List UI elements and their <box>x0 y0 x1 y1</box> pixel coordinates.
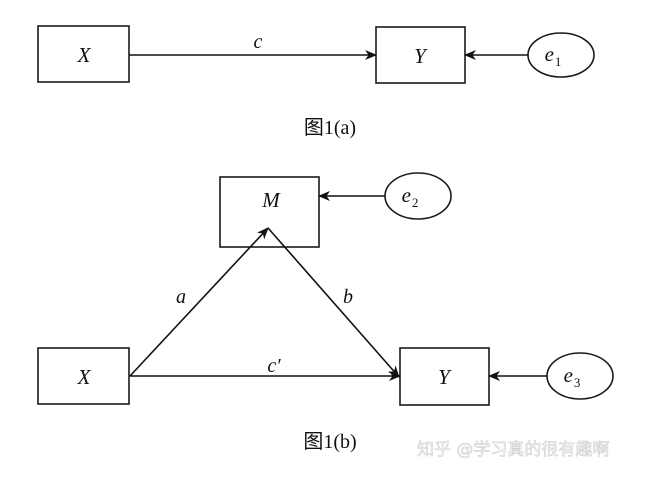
node-m-box <box>219 176 320 248</box>
node-x-a-label: X <box>77 43 92 67</box>
node-e2-label: e2 <box>402 183 419 210</box>
node-m-label: M <box>261 188 281 212</box>
path-a-arrow <box>129 227 269 377</box>
node-e2-letter: e <box>402 183 411 207</box>
node-y-b: Y <box>399 347 490 406</box>
node-e2: e2 <box>384 172 452 220</box>
figure-b: M e2 X Y e3 a b c′ 图1(b) <box>37 172 614 453</box>
path-b-label: b <box>343 286 353 308</box>
path-c-label: c <box>254 31 263 53</box>
caption-figure-b: 图1(b) <box>303 431 356 453</box>
node-x-a: X <box>37 25 130 83</box>
node-y-b-label: Y <box>438 365 452 389</box>
node-e3: e3 <box>546 352 614 400</box>
node-y-b-box <box>399 347 490 406</box>
node-x-b-label: X <box>77 365 92 389</box>
node-x-a-box <box>37 25 130 83</box>
node-e2-subscript: 2 <box>412 195 419 210</box>
path-c-prime-label: c′ <box>267 355 281 377</box>
node-e3-subscript: 3 <box>574 375 581 390</box>
node-e1: e1 <box>527 32 595 78</box>
node-y-a-box <box>375 26 466 84</box>
node-e1-letter: e <box>545 42 554 66</box>
node-e3-label: e3 <box>564 363 581 390</box>
node-e1-label: e1 <box>545 42 562 69</box>
node-e3-letter: e <box>564 363 573 387</box>
node-m: M <box>219 176 320 248</box>
node-e1-subscript: 1 <box>555 54 562 69</box>
path-a-label: a <box>176 286 186 308</box>
figure-a: X Y e1 c 图1(a) <box>37 25 595 139</box>
watermark: 知乎 @学习真的很有趣啊 <box>417 440 609 460</box>
caption-figure-a: 图1(a) <box>304 117 356 139</box>
node-y-a: Y <box>375 26 466 84</box>
path-b-arrow <box>267 227 400 378</box>
node-y-a-label: Y <box>414 44 428 68</box>
node-x-b-box <box>37 347 130 405</box>
node-x-b: X <box>37 347 130 405</box>
